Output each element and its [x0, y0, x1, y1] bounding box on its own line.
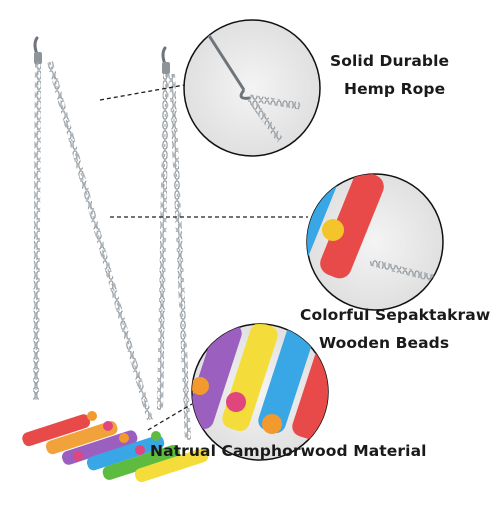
leader-lines — [99, 83, 308, 431]
detail-hook-circle — [183, 19, 321, 157]
feature-beads-label-line-2: Wooden Beads — [319, 334, 450, 352]
detail-beads-circle — [306, 173, 444, 311]
feature-wood-label: Natrual Camphorwood Material — [150, 442, 427, 460]
feature-beads-label-line-1: Colorful Sepaktakraw — [300, 306, 491, 324]
chain-icon — [33, 61, 191, 441]
swing-ladder — [22, 411, 209, 483]
metal-hook-icon — [33, 36, 170, 74]
detail-wood-circle — [191, 323, 329, 461]
feature-rope-label-line-2: Hemp Rope — [344, 80, 446, 98]
feature-rope-label-line-1: Solid Durable — [330, 52, 450, 70]
